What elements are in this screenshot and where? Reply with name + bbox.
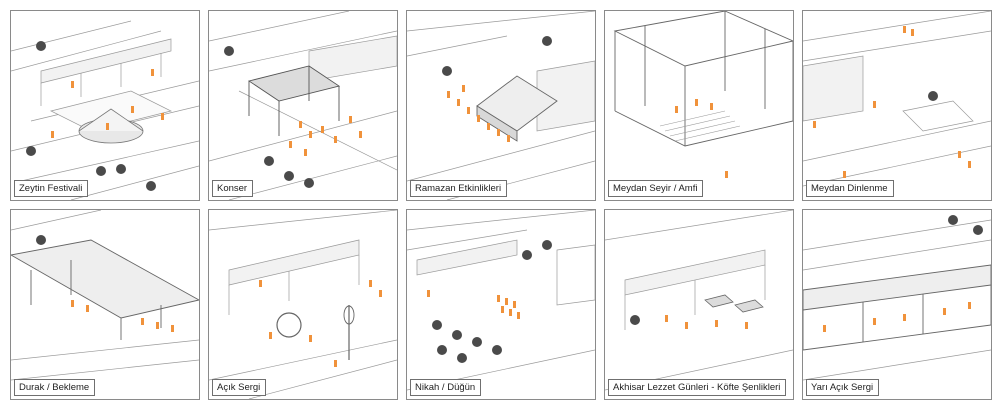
panel-konser: Konser — [208, 10, 398, 201]
panel-meydan-seyir-amfi: Meydan Seyir / Amfi — [604, 10, 794, 201]
panel-yari-acik-sergi: Yarı Açık Sergi — [802, 209, 992, 400]
panel-caption: Zeytin Festivali — [14, 180, 89, 197]
panel-caption: Yarı Açık Sergi — [806, 379, 880, 396]
panel-caption: Ramazan Etkinlikleri — [410, 180, 508, 197]
panel-illustration — [605, 210, 793, 391]
panel-caption: Konser — [212, 180, 254, 197]
panel-meydan-dinlenme: Meydan Dinlenme — [802, 10, 992, 201]
panel-caption: Açık Sergi — [212, 379, 267, 396]
panel-durak-bekleme: Durak / Bekleme — [10, 209, 200, 400]
panel-caption: Meydan Seyir / Amfi — [608, 180, 704, 197]
panel-illustration — [803, 215, 991, 381]
panel-caption: Meydan Dinlenme — [806, 180, 894, 197]
panel-illustration — [407, 11, 595, 200]
panel-akhisar-lezzet-gunleri: Akhisar Lezzet Günleri - Köfte Şenlikler… — [604, 209, 794, 400]
panel-illustration — [11, 20, 199, 200]
panel-illustration — [803, 11, 991, 187]
panel-caption: Nikah / Düğün — [410, 379, 482, 396]
panel-acik-sergi: Açık Sergi — [208, 209, 398, 400]
panel-nikah-dugun: Nikah / Düğün — [406, 209, 596, 400]
panel-illustration — [11, 210, 199, 381]
panel-caption: Durak / Bekleme — [14, 379, 96, 396]
panel-illustration — [209, 11, 397, 200]
panel-illustration — [613, 11, 793, 178]
panel-illustration — [209, 210, 397, 399]
panel-ramazan-etkinlikleri: Ramazan Etkinlikleri — [406, 10, 596, 201]
panel-caption: Akhisar Lezzet Günleri - Köfte Şenlikler… — [608, 379, 787, 396]
panel-zeytin-festivali: Zeytin Festivali — [10, 10, 200, 201]
panel-illustration — [407, 210, 595, 391]
